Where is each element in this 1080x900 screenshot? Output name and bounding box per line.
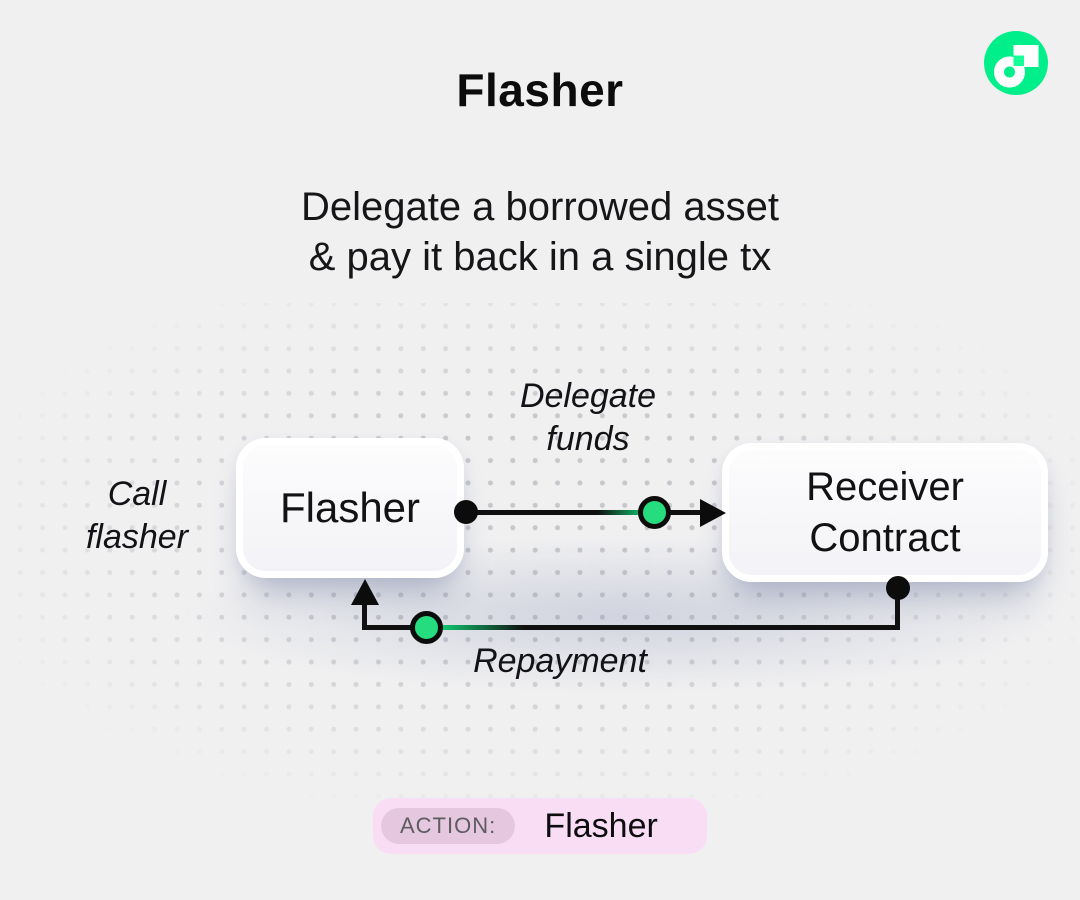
node-flasher-label: Flasher xyxy=(279,484,421,531)
delegate-funds-label-line-2: funds xyxy=(546,420,630,458)
node-receiver-contract-label: Receiver Contract xyxy=(806,462,964,564)
repayment-arrow-line xyxy=(363,625,900,630)
delegate-arrowhead-icon xyxy=(700,499,726,527)
node-receiver-contract: Receiver Contract xyxy=(722,443,1048,582)
call-flasher-label-line-2: flasher xyxy=(85,518,189,556)
repayment-arrow-start-dot xyxy=(886,576,910,600)
subtitle-line-2: & pay it back in a single tx xyxy=(308,235,772,279)
delegate-funds-label: Delegate funds xyxy=(488,375,688,461)
action-badge-value: Flasher xyxy=(544,806,658,845)
call-flasher-label-line-1: Call xyxy=(107,475,167,513)
subtitle: Delegate a borrowed asset & pay it back … xyxy=(0,182,1080,282)
repayment-arrow-drop-line xyxy=(895,588,900,630)
repayment-arrowhead-icon xyxy=(351,579,379,605)
delegate-arrow-start-dot xyxy=(454,500,478,524)
subtitle-line-1: Delegate a borrowed asset xyxy=(300,185,780,229)
repayment-arrow-rise-line xyxy=(362,600,367,630)
node-receiver-line-2: Contract xyxy=(809,515,961,560)
call-flasher-label: Call flasher xyxy=(37,473,237,559)
node-receiver-line-1: Receiver xyxy=(806,464,964,509)
page-title: Flasher xyxy=(456,64,624,116)
node-flasher: Flasher xyxy=(236,438,464,578)
delegate-arrow-token xyxy=(638,496,671,529)
action-badge-label: ACTION: xyxy=(381,808,516,844)
action-badge: ACTION: Flasher xyxy=(373,798,707,854)
repayment-arrow-token xyxy=(410,611,443,644)
flow-logo-icon xyxy=(984,31,1048,95)
delegate-funds-label-line-1: Delegate xyxy=(519,377,657,415)
repayment-label: Repayment xyxy=(473,642,647,680)
delegate-arrow-line xyxy=(466,510,706,515)
